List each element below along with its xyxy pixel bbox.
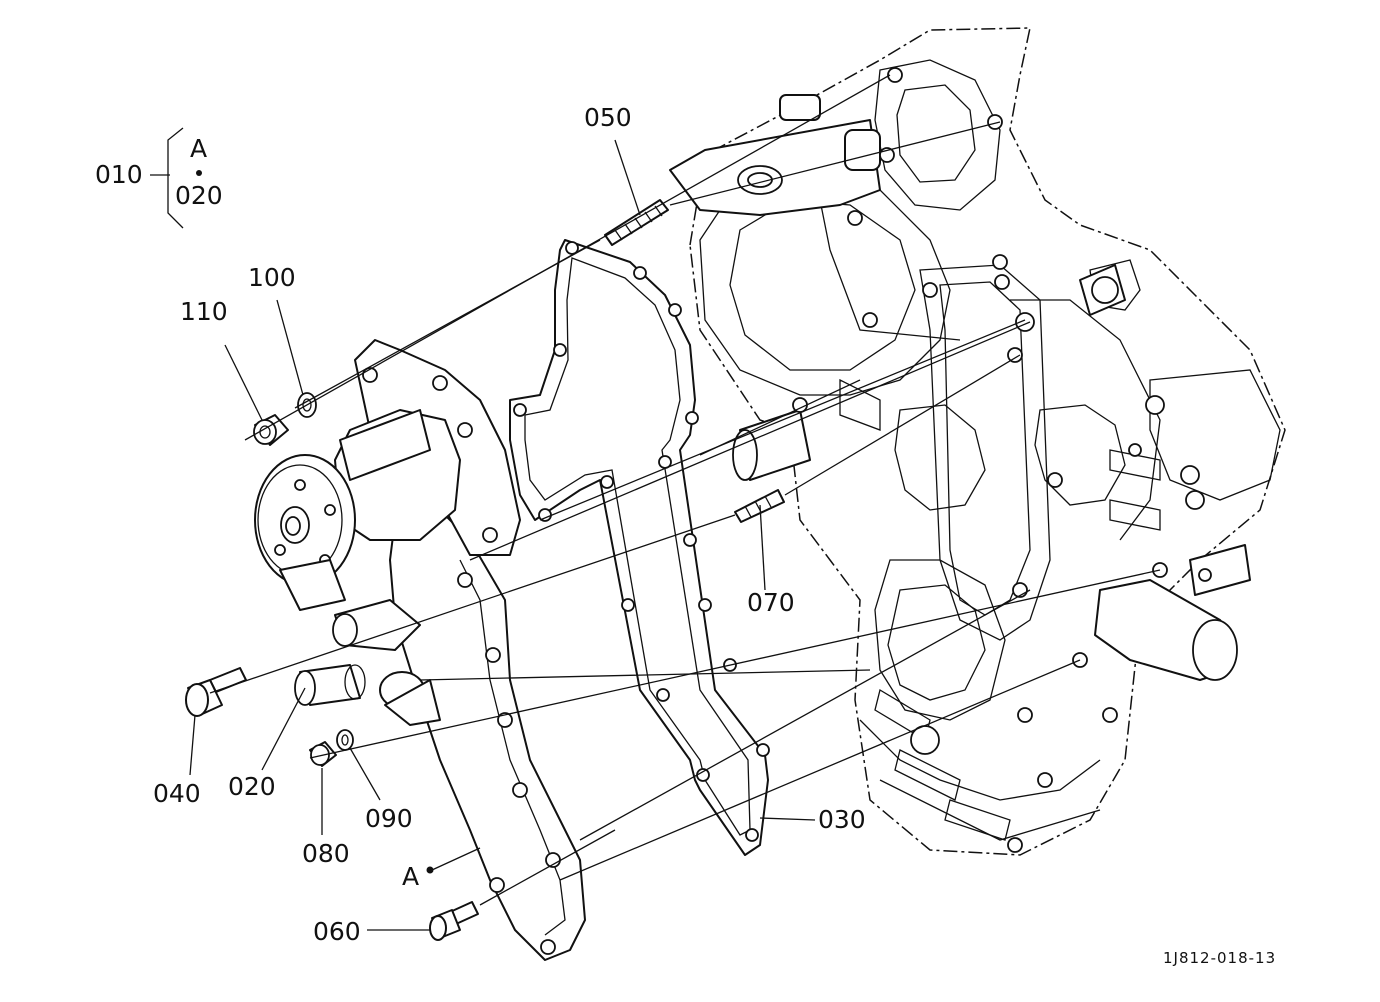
nut-110 (253, 414, 289, 446)
callout-030: 030 (818, 805, 866, 834)
callout-010: 010 (95, 160, 143, 189)
callout-100: 100 (248, 263, 296, 292)
bolt-040 (185, 667, 247, 717)
stud-050 (604, 199, 669, 246)
callout-090: 090 (365, 804, 413, 833)
gear-case-housing (669, 27, 1286, 856)
reference-dot-top (196, 170, 202, 176)
callout-ref-a: A (402, 862, 419, 891)
leader-lines (150, 127, 816, 931)
callout-040: 040 (153, 779, 201, 808)
callout-060: 060 (313, 917, 361, 946)
reference-dot (426, 866, 434, 874)
callout-labels: 010 A 020 050 100 110 070 040 020 090 08… (95, 103, 1276, 967)
callout-110: 110 (180, 297, 228, 326)
water-pump-assembly (254, 339, 586, 961)
callout-080: 080 (302, 839, 350, 868)
callout-050: 050 (584, 103, 632, 132)
nut-080 (309, 741, 337, 767)
washer-090 (336, 729, 354, 751)
alignment-lines (209, 74, 1161, 906)
callout-020-top: 020 (175, 181, 223, 210)
pipe-020 (294, 664, 366, 706)
callout-ref-a-top: A (190, 134, 207, 163)
callout-070: 070 (747, 588, 795, 617)
callout-020: 020 (228, 772, 276, 801)
bolt-060 (429, 901, 479, 941)
drawing-number: 1J812-018-13 (1163, 949, 1276, 967)
